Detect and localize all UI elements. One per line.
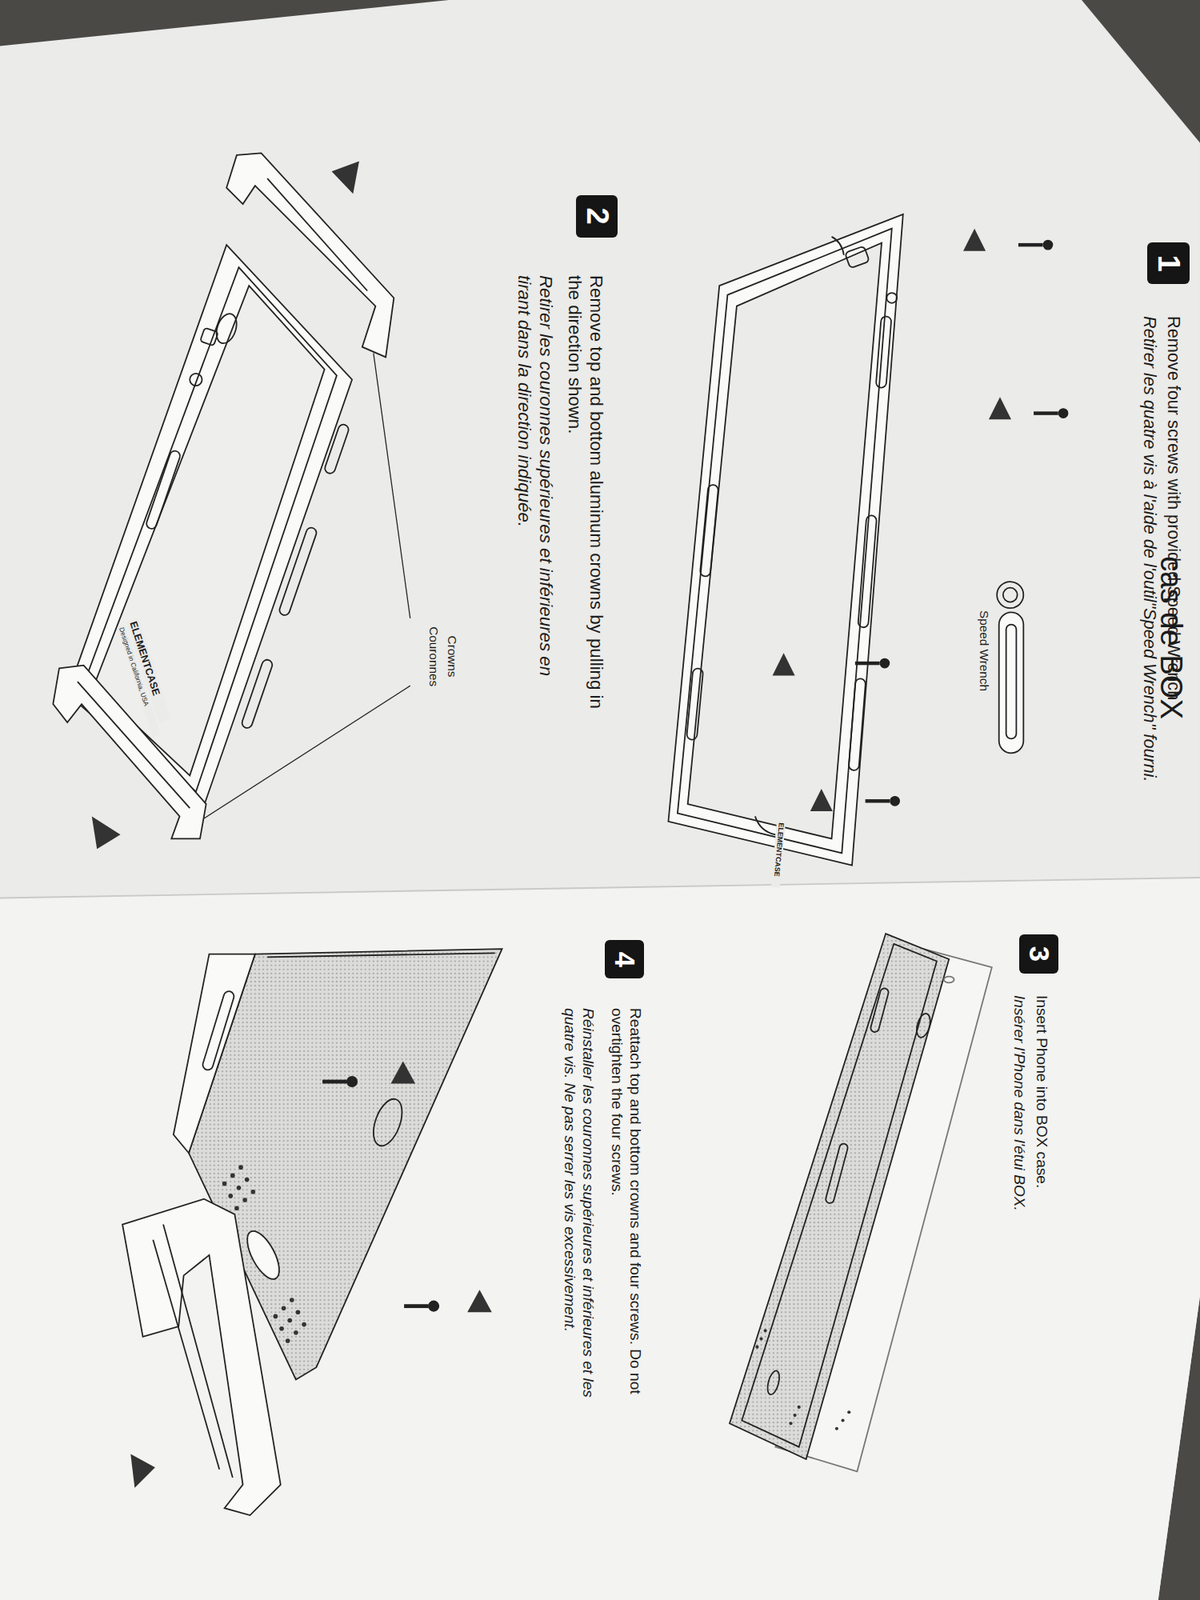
case-imprint: ELEMENTCASE — [771, 820, 786, 888]
step-instruction: Remove top and bottom aluminum crowns by… — [563, 275, 607, 714]
step-instruction-fr: Retirer les quatre vis à l'aide de l'out… — [1139, 316, 1160, 908]
speed-wrench — [996, 581, 1024, 753]
part-label: Couronnes — [425, 620, 441, 692]
step-number: 4 — [610, 951, 638, 967]
step-instruction: Insert Phone into BOX case. — [1032, 995, 1051, 1302]
step-number-box: 4 — [604, 940, 644, 979]
step-instruction: Reattach top and bottom crowns and four … — [607, 1008, 645, 1412]
tool-label: Speed Wrench — [976, 610, 992, 723]
step2-exploded-case — [52, 152, 410, 849]
step-instruction: Remove four screws with provided Speed W… — [1162, 316, 1184, 908]
step1-screws — [772, 228, 1068, 812]
step-instruction-fr: Réinstaller les couronnes supérieures et… — [560, 1008, 599, 1427]
step-instruction-fr: Retirer les couronnes supérieures et inf… — [513, 275, 557, 714]
step3-phone-into-case — [729, 933, 992, 1472]
step-number-box: 1 — [1147, 242, 1189, 284]
step-number: 3 — [1024, 946, 1052, 962]
step-instruction-fr: Insérer l'Phone dans l'étui BOX. — [1009, 995, 1028, 1302]
step-number-box: 2 — [576, 195, 618, 237]
step-number: 1 — [1152, 254, 1184, 272]
part-label: Crowns — [444, 624, 460, 688]
step-number: 2 — [581, 208, 612, 225]
step4-reattach-closeup — [122, 948, 502, 1516]
step-number-box: 3 — [1019, 934, 1058, 973]
step4-screws — [322, 1061, 492, 1313]
step1-bumper-frame — [668, 214, 903, 866]
